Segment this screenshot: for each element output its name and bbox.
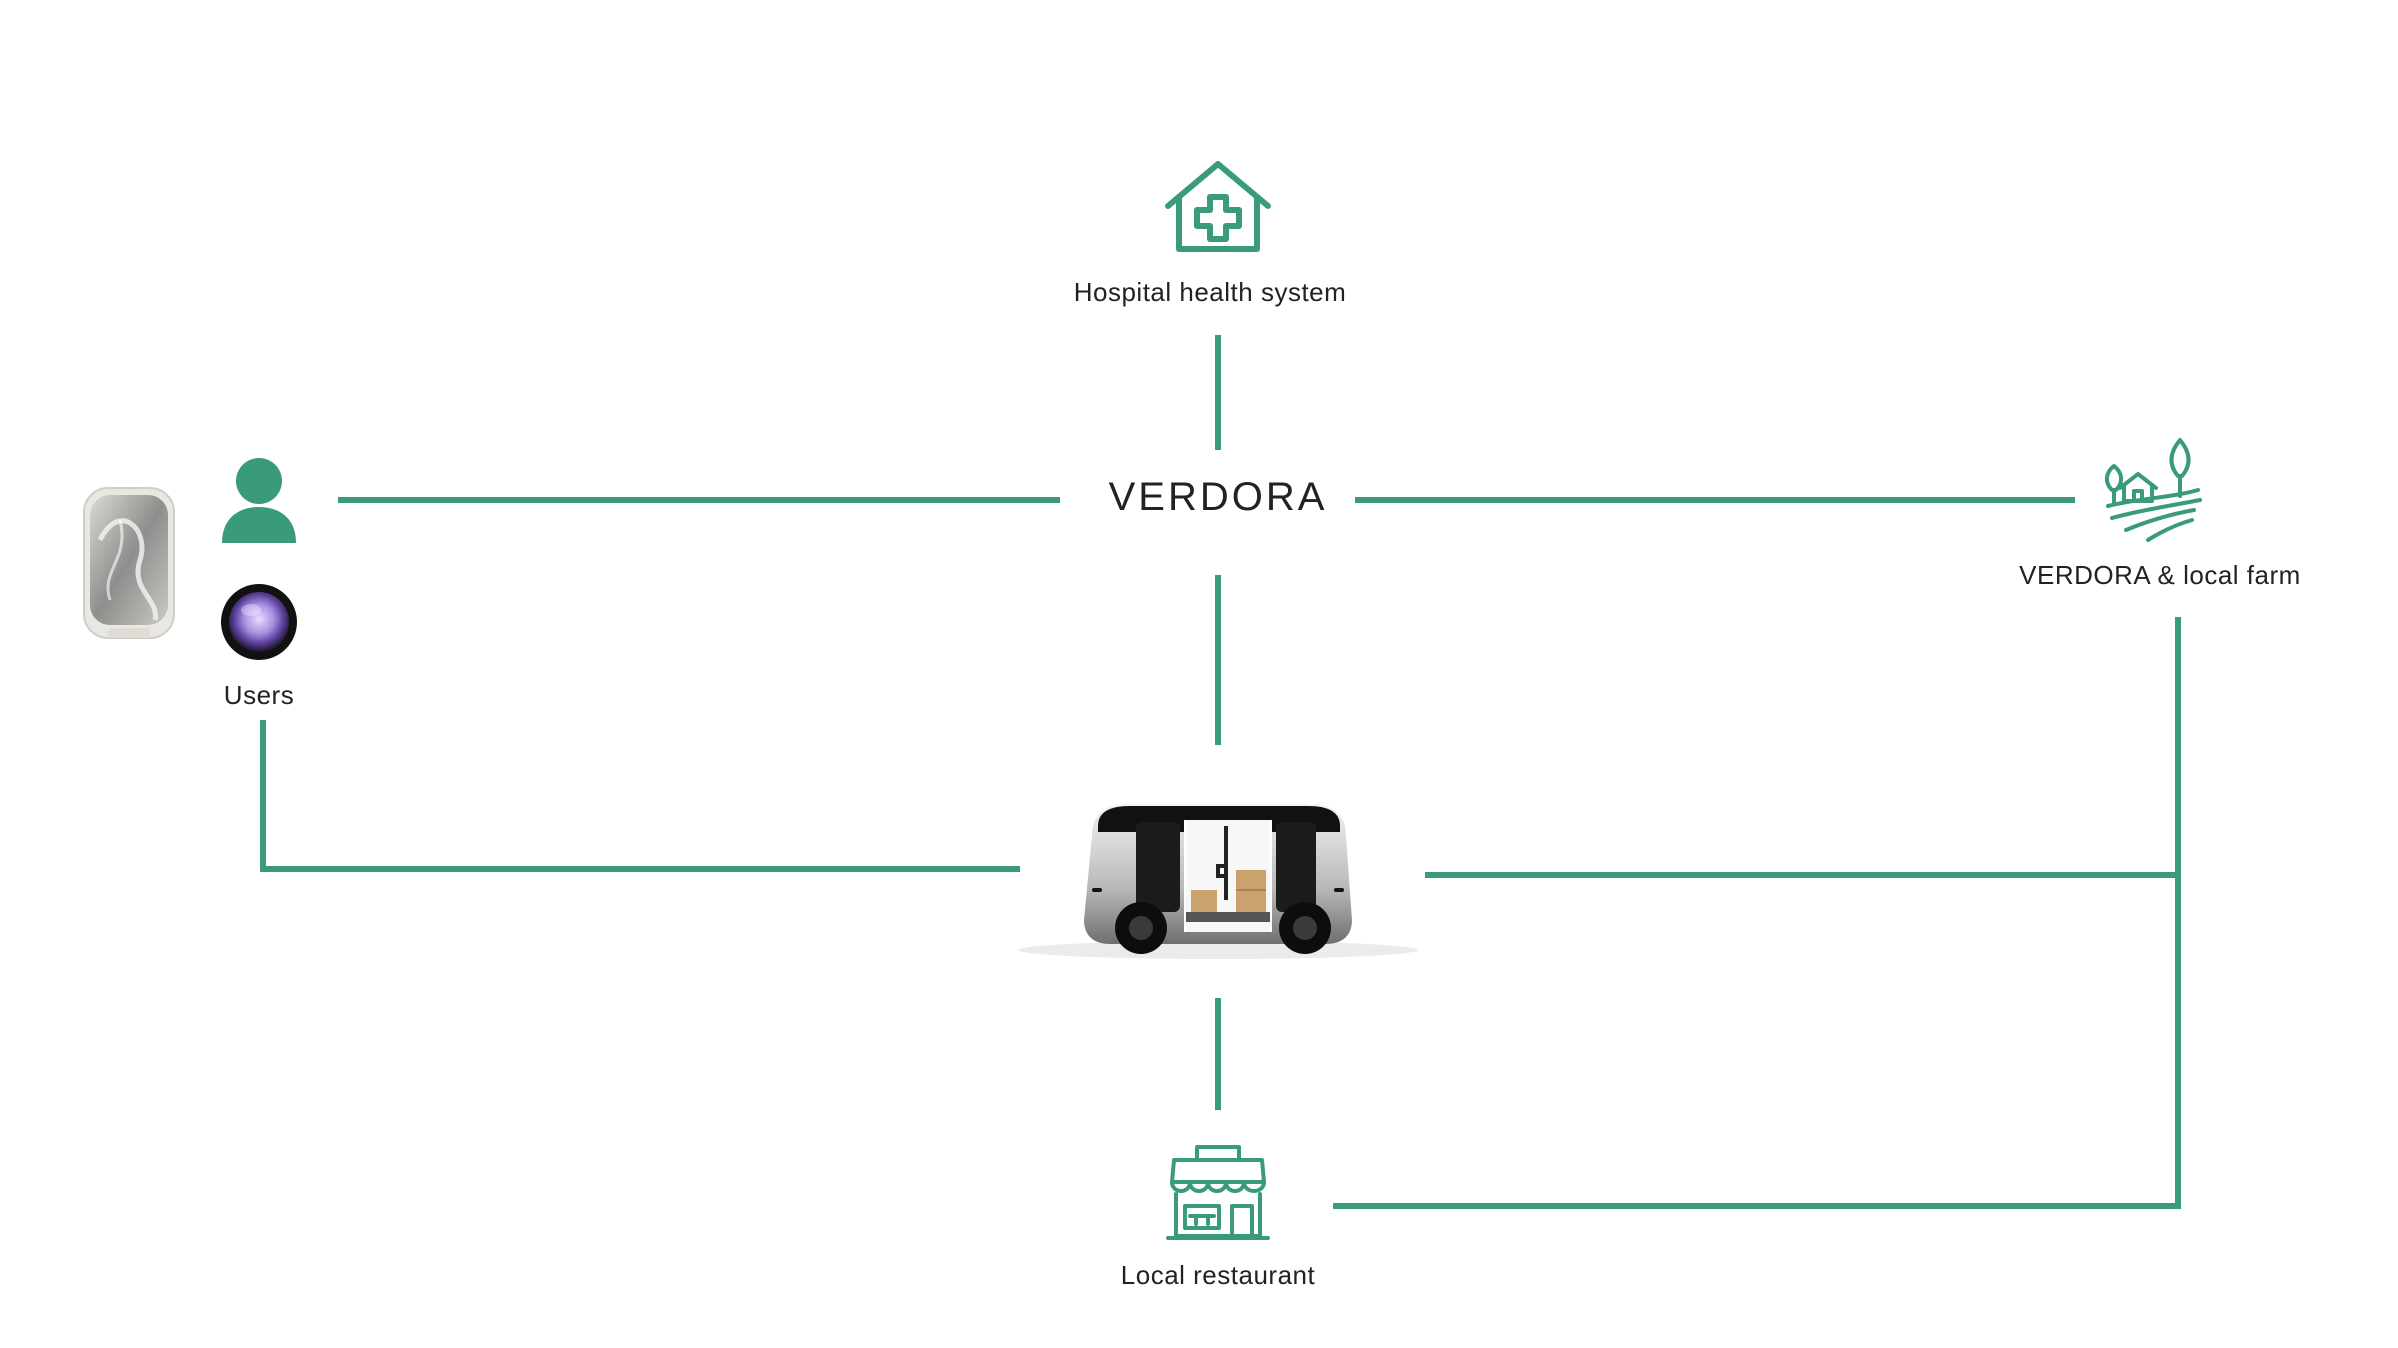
hospital-house-cross-icon [1165, 161, 1271, 252]
line-farm-to-restaurant [1333, 617, 2181, 1209]
users-label: Users [223, 680, 295, 710]
restaurant-label: Local restaurant [1120, 1260, 1316, 1290]
autonomous-delivery-shuttle-icon [1018, 804, 1418, 959]
storefront-icon [1166, 1145, 1270, 1240]
user-person-icon [222, 458, 296, 543]
line-users-to-vehicle [260, 720, 1020, 872]
verdora-center-label: VERDORA [1108, 475, 1328, 519]
camera-lens-icon [221, 584, 297, 660]
hospital-label: Hospital health system [1073, 277, 1347, 307]
smart-device-icon [83, 487, 175, 639]
farm-field-icon [2105, 438, 2202, 542]
connector-lines [260, 335, 2181, 1209]
farm-label: VERDORA & local farm [2019, 560, 2301, 590]
